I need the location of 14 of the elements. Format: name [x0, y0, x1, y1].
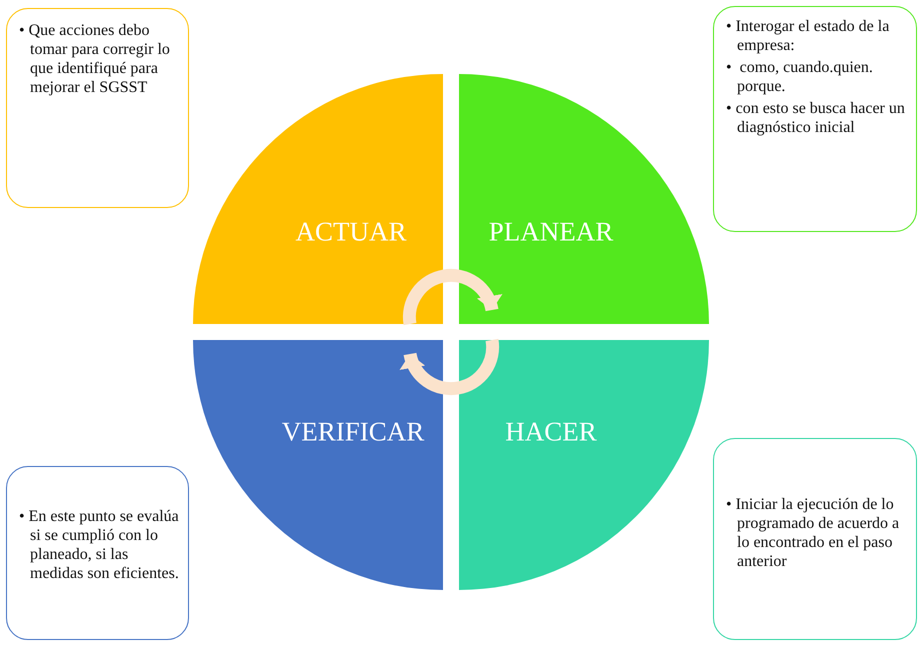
- text-card: [6, 8, 189, 208]
- bullet-text: • Interogar el estado de la empresa:: [726, 17, 890, 55]
- bullet-text: • como, cuando.quien. porque.: [726, 58, 874, 96]
- quadrant-label: PLANEAR: [488, 216, 614, 248]
- bullet-text: • con esto se busca hacer un diagnóstico inicial: [726, 99, 906, 137]
- bullet-text: • Que acciones debo tomar para corregir lo que identifiqué para mejorar el SGSST: [19, 21, 171, 97]
- quadrant-label: ACTUAR: [296, 216, 406, 248]
- text-card: [713, 6, 917, 232]
- text-card: [713, 438, 917, 640]
- bullet-text: • En este punto se evalúa si se cumplió con lo planeado, si las medidas son eficientes.: [19, 507, 180, 583]
- quadrant-label: VERIFICAR: [282, 416, 424, 448]
- quadrant-label: HACER: [505, 416, 597, 448]
- bullet-text: • Iniciar la ejecución de lo programado de acuerdo a lo encontrado en el paso anterior: [726, 495, 900, 571]
- text-card: [6, 466, 189, 640]
